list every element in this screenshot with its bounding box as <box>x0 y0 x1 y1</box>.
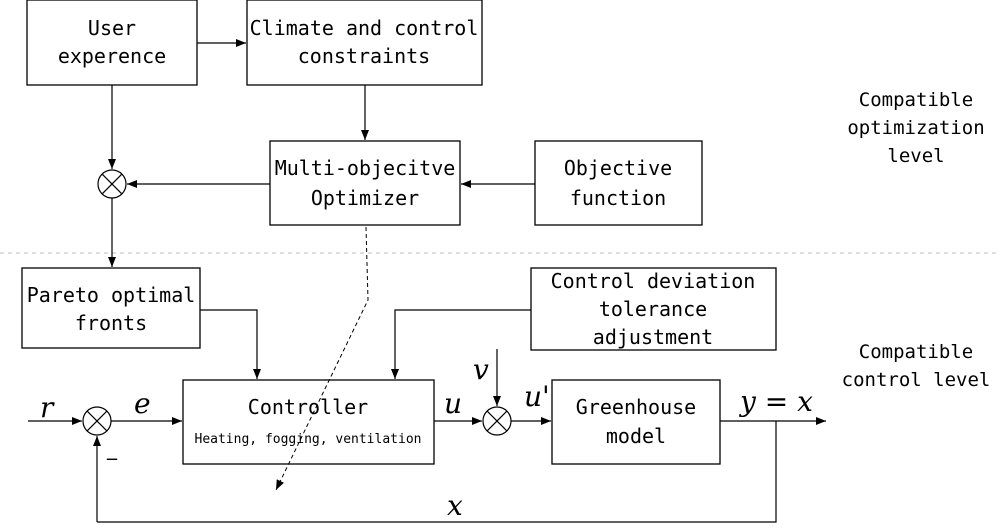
sum-junction-upper <box>97 169 127 199</box>
signal-x-feedback: x <box>447 489 463 522</box>
tolerance-line-3: adjustment <box>593 325 713 349</box>
climate-line-1: Climate and control <box>250 16 479 40</box>
opt-level-line-1: Compatible <box>859 89 973 111</box>
signal-u-prime: u' <box>524 380 550 413</box>
pareto-line-2: fronts <box>75 311 147 335</box>
optimization-level-label: Compatible optimization level <box>847 89 984 167</box>
tolerance-adjustment-block: Control deviation tolerance adjustment <box>530 267 777 351</box>
arrow-pareto-to-controller <box>200 309 261 379</box>
controller-subtitle: Heating, fogging, ventilation <box>195 432 422 447</box>
opt-level-line-3: level <box>887 145 944 167</box>
user-experience-block: User experence <box>26 0 198 86</box>
tolerance-line-1: Control deviation <box>551 269 756 293</box>
optimizer-line-2: Optimizer <box>311 186 419 210</box>
signal-e: e <box>134 387 151 420</box>
pareto-fronts-block: Pareto optimal fronts <box>21 267 201 349</box>
optimizer-line-1: Multi-objecitve <box>275 156 456 180</box>
user-experience-line-2: experence <box>58 44 166 68</box>
sum-junction-disturbance <box>482 406 512 436</box>
objective-line-1: Objective <box>564 156 672 180</box>
controller-block: Controller Heating, fogging, ventilation <box>182 379 435 465</box>
tolerance-line-2: tolerance <box>599 297 707 321</box>
greenhouse-line-1: Greenhouse <box>576 395 696 419</box>
pareto-line-1: Pareto optimal <box>27 283 196 307</box>
control-level-label: Compatible control level <box>842 341 991 391</box>
climate-line-2: constraints <box>298 44 430 68</box>
sum-junction-error <box>82 406 112 436</box>
objective-line-2: function <box>570 186 666 210</box>
greenhouse-line-2: model <box>606 424 666 448</box>
user-experience-line-1: User <box>88 16 136 40</box>
signal-r: r <box>40 391 55 424</box>
signal-y-equals-x: y = x <box>738 385 813 418</box>
signal-u: u <box>444 387 462 420</box>
arrow-optimizer-dashed <box>275 226 369 491</box>
feedback-loop-line <box>97 421 777 523</box>
minus-sign: _ <box>106 436 118 460</box>
controller-title: Controller <box>248 395 368 419</box>
greenhouse-model-block: Greenhouse model <box>551 379 721 465</box>
ctrl-level-line-2: control level <box>842 369 991 391</box>
signal-v: v <box>473 353 489 386</box>
arrow-tolerance-to-controller <box>391 309 531 379</box>
opt-level-line-2: optimization <box>847 117 984 139</box>
objective-function-block: Objective function <box>534 140 703 226</box>
ctrl-level-line-1: Compatible <box>859 341 973 363</box>
climate-constraints-block: Climate and control constraints <box>246 0 483 86</box>
optimizer-block: Multi-objecitve Optimizer <box>269 140 461 226</box>
